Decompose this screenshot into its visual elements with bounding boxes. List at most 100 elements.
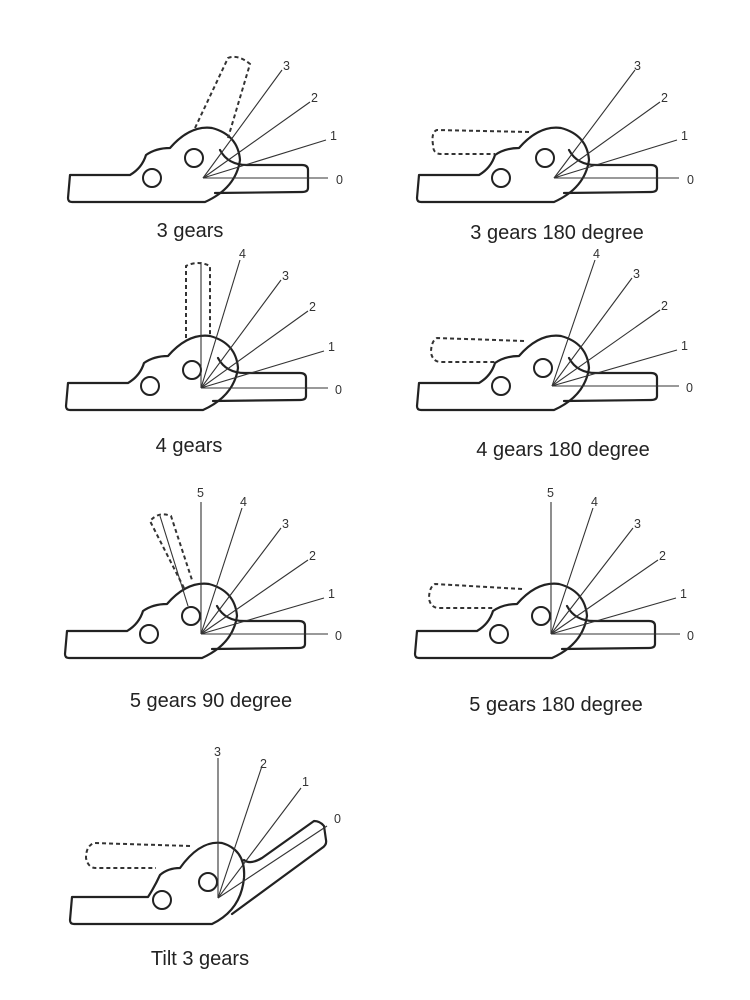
gear-label-0: 0 (335, 383, 342, 397)
gear-label-2: 2 (260, 757, 267, 771)
gear-line-arm (159, 515, 189, 607)
panel-tilt-3-gears: 0 1 2 3 (68, 745, 341, 926)
gear-label-3: 3 (282, 269, 289, 283)
hinge-arm-part (210, 604, 307, 651)
gear-label-0: 0 (687, 629, 694, 643)
gear-label-3: 3 (283, 59, 290, 73)
gear-label-4: 4 (239, 247, 246, 261)
hinge-base-part (415, 126, 591, 204)
hinge-tilted-arm (230, 819, 328, 916)
gear-label-0: 0 (335, 629, 342, 643)
panel-3-gears-180-degree: 0 1 2 3 (415, 59, 694, 204)
pivot-hole-upper (182, 360, 202, 380)
hinge-arm-part (562, 356, 659, 403)
gear-label-1: 1 (302, 775, 309, 789)
gear-line-2 (200, 310, 309, 389)
gear-line-3 (200, 527, 282, 635)
pivot-hole-upper (184, 148, 204, 168)
panel-3-gears: 0 1 2 3 (66, 55, 343, 204)
gear-label-0: 0 (336, 173, 343, 187)
gear-line-4 (200, 507, 243, 635)
gear-label-3: 3 (634, 59, 641, 73)
gear-label-4: 4 (593, 247, 600, 261)
gear-label-2: 2 (659, 549, 666, 563)
gear-line-1 (202, 139, 327, 179)
gear-line-0 (217, 825, 328, 899)
gear-line-3 (202, 69, 283, 179)
hinge-base-part (63, 582, 239, 660)
gear-line-2 (200, 559, 309, 635)
gear-label-2: 2 (661, 299, 668, 313)
gear-line-4 (200, 259, 241, 389)
gear-label-3: 3 (633, 267, 640, 281)
gear-line-4 (551, 259, 596, 387)
gear-line-3 (551, 277, 633, 387)
gear-label-1: 1 (328, 340, 335, 354)
gear-label-0: 0 (334, 812, 341, 826)
panel-5-gears-180-degree: 0 1 2 3 4 5 (413, 486, 694, 660)
caption-3-gears-180-degree: 3 gears 180 degree (470, 222, 644, 244)
hinge-base-part (415, 334, 591, 412)
gear-label-1: 1 (680, 587, 687, 601)
hinge-arm-part (211, 356, 308, 403)
gear-label-1: 1 (330, 129, 337, 143)
gear-line-3 (550, 527, 634, 635)
gear-line-1 (553, 139, 678, 179)
pivot-hole-small (140, 376, 160, 396)
gear-line-2 (550, 559, 659, 635)
caption-4-gears: 4 gears (155, 435, 223, 457)
caption-5-gears-180-degree: 5 gears 180 degree (469, 694, 643, 716)
gear-label-4: 4 (591, 495, 598, 509)
gear-line-1 (550, 597, 677, 635)
gear-label-2: 2 (309, 549, 316, 563)
gear-label-1: 1 (681, 339, 688, 353)
pivot-hole-upper (535, 148, 555, 168)
gear-label-2: 2 (309, 300, 316, 314)
dashed-folded-arm (429, 336, 525, 363)
caption-4-gears-180-degree: 4 gears 180 degree (476, 439, 650, 461)
hinge-base-part (64, 334, 240, 412)
gear-line-1 (200, 597, 325, 635)
pivot-hole-small (152, 890, 172, 910)
pivot-hole-small (491, 168, 511, 188)
gear-label-5: 5 (197, 486, 204, 500)
pivot-hole-small (142, 168, 162, 188)
hinge-base-part (68, 841, 246, 926)
dashed-folded-arm (148, 513, 193, 589)
hinge-arm-part (213, 148, 310, 195)
caption-tilt-3-gears: Tilt 3 gears (150, 948, 250, 970)
hinge-arm-part (562, 148, 659, 195)
gear-line-2 (202, 101, 311, 179)
dashed-folded-arm (84, 841, 191, 869)
panel-4-gears-180-degree: 0 1 2 3 4 (415, 247, 693, 412)
dashed-folded-arm (431, 128, 530, 155)
pivot-hole-upper (531, 606, 551, 626)
pivot-hole-small (491, 376, 511, 396)
gear-label-5: 5 (547, 486, 554, 500)
hinge-base-part (66, 126, 242, 204)
gear-label-2: 2 (311, 91, 318, 105)
caption-5-gears-90-degree: 5 gears 90 degree (129, 690, 293, 712)
dashed-folded-arm (185, 262, 211, 338)
gear-line-3 (553, 69, 636, 179)
panel-5-gears-90-degree: 0 1 2 3 4 5 (63, 486, 342, 660)
gear-line-3 (200, 279, 282, 389)
gear-label-1: 1 (681, 129, 688, 143)
gear-label-3: 3 (634, 517, 641, 531)
gear-label-0: 0 (686, 381, 693, 395)
gear-label-0: 0 (687, 173, 694, 187)
hinge-base-part (413, 582, 589, 660)
pivot-hole-small (489, 624, 509, 644)
gear-line-2 (217, 765, 263, 899)
gear-line-1 (200, 350, 325, 389)
gear-line-1 (217, 787, 302, 899)
pivot-hole-upper (533, 358, 553, 378)
gear-line-2 (553, 101, 661, 179)
gear-label-4: 4 (240, 495, 247, 509)
pivot-hole-upper (198, 872, 218, 892)
gear-label-1: 1 (328, 587, 335, 601)
caption-3-gears: 3 gears (156, 220, 224, 242)
gear-line-1 (551, 349, 678, 387)
gear-label-3: 3 (214, 745, 221, 759)
